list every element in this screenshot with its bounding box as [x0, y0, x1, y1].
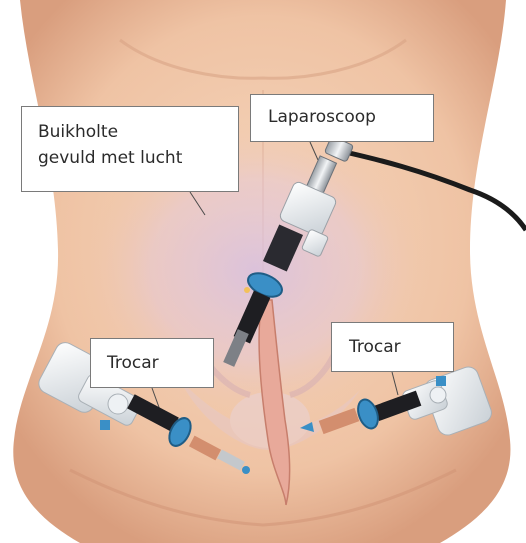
label-trocar-left-text: Trocar: [107, 350, 213, 376]
label-laparoscope-text: Laparoscoop: [268, 104, 433, 130]
label-abdominal-cavity-line-2: gevuld met lucht: [38, 145, 238, 171]
label-laparoscope: Laparoscoop: [250, 94, 434, 142]
label-trocar-right-text: Trocar: [349, 334, 453, 360]
label-trocar-right: Trocar: [331, 322, 454, 372]
label-abdominal-cavity-line-1: Buikholte: [38, 119, 238, 145]
label-trocar-left: Trocar: [90, 338, 214, 388]
label-abdominal-cavity: Buikholte gevuld met lucht: [21, 106, 239, 192]
